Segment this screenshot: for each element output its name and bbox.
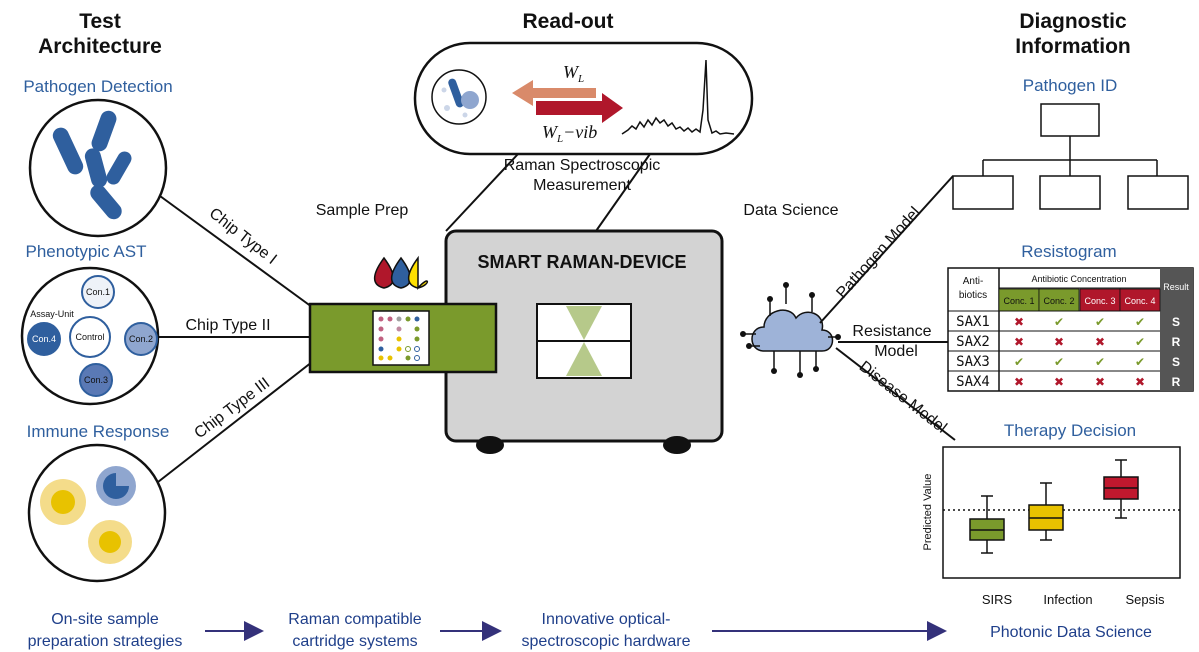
assay-unit: Control Con.1 Con.2 Con.3 Con.4 Assay-Un…	[27, 275, 158, 397]
con1-label: Con.1	[86, 287, 110, 297]
antibiotics-header-1: Anti-	[963, 276, 984, 287]
assay-unit-label: Assay-Unit	[30, 309, 74, 319]
result-value: S	[1172, 315, 1180, 329]
result-value: S	[1172, 355, 1180, 369]
laser-focus-top	[566, 306, 602, 340]
disease-model-label: Disease Model	[856, 358, 950, 437]
con4-label: Con.4	[32, 334, 56, 344]
therapy-boxplot: Predicted Value SIRS Infection Sepsis	[922, 446, 1181, 607]
conc-header-label: Conc. 3	[1084, 296, 1115, 306]
sample-cell-icon	[431, 69, 487, 125]
footer-2-line-2: cartridge systems	[292, 633, 417, 650]
check-icon: ✔	[1095, 315, 1105, 329]
reagent-drops-icon	[373, 255, 429, 291]
pathogen-id-label: Pathogen ID	[1023, 76, 1118, 95]
therapy-decision-label: Therapy Decision	[1004, 421, 1136, 440]
control-label: Control	[75, 332, 104, 342]
cloud-icon	[740, 282, 836, 378]
antibiotic-name: SAX4	[956, 374, 990, 390]
check-icon: ✔	[1054, 355, 1064, 369]
con3-label: Con.3	[84, 375, 108, 385]
scattered-light-arrow	[536, 93, 623, 123]
raman-measurement-label-2: Measurement	[533, 177, 631, 194]
sirs-box	[969, 495, 1005, 554]
boxplot-ylabel: Predicted Value	[922, 474, 934, 551]
immune-cells-icon	[40, 466, 136, 564]
footer-4: Photonic Data Science	[990, 624, 1152, 641]
device-foot-left	[476, 436, 504, 454]
check-icon: ✔	[1135, 355, 1145, 369]
antibiotic-name: SAX2	[956, 334, 990, 350]
wl-vib-label: WL−vib	[542, 122, 597, 145]
device-foot-right	[663, 436, 691, 454]
bacteria-icon	[52, 110, 132, 220]
raman-spectrum	[621, 59, 735, 135]
cat-sepsis: Sepsis	[1125, 592, 1165, 607]
model-label: Model	[874, 343, 918, 360]
footer-1-line-1: On-site sample	[51, 611, 159, 628]
check-icon: ✔	[1135, 315, 1145, 329]
check-icon: ✔	[1054, 315, 1064, 329]
wl-label: WL	[563, 62, 584, 85]
cross-icon: ✖	[1054, 335, 1064, 349]
footer-2-line-1: Raman compatible	[288, 611, 422, 628]
header-information: Information	[1015, 35, 1131, 58]
cross-icon: ✖	[1095, 335, 1105, 349]
resistance-label: Resistance	[852, 323, 931, 340]
cross-icon: ✖	[1014, 315, 1024, 329]
chip-wells	[378, 316, 420, 361]
conc-header-label: Conc. 1	[1003, 296, 1034, 306]
result-value: R	[1172, 375, 1181, 389]
cross-icon: ✖	[1095, 375, 1105, 389]
check-icon: ✔	[1095, 355, 1105, 369]
footer-3-line-1: Innovative optical-	[542, 611, 671, 628]
disease-model-line	[835, 347, 956, 441]
con2-label: Con.2	[129, 334, 153, 344]
result-header: Result	[1163, 282, 1189, 292]
result-value: R	[1172, 335, 1181, 349]
concentration-header: Antibiotic Concentration	[1031, 274, 1126, 284]
header-test: Test	[79, 10, 121, 33]
conc-header-label: Conc. 2	[1043, 296, 1074, 306]
cross-icon: ✖	[1054, 375, 1064, 389]
data-science-label: Data Science	[743, 202, 838, 219]
laser-focus-bottom	[566, 342, 602, 376]
cat-infection: Infection	[1043, 592, 1092, 607]
cross-icon: ✖	[1014, 335, 1024, 349]
sepsis-box	[1103, 459, 1139, 519]
cross-icon: ✖	[1014, 375, 1024, 389]
cross-icon: ✖	[1135, 375, 1145, 389]
chip-type-3-label: Chip Type III	[191, 375, 273, 442]
check-icon: ✔	[1135, 335, 1145, 349]
header-readout: Read-out	[523, 10, 614, 33]
pathogen-model-line	[819, 175, 954, 324]
antibiotic-name: SAX1	[956, 314, 990, 330]
footer-1-line-2: preparation strategies	[28, 633, 183, 650]
pathogen-id-tree	[952, 103, 1189, 210]
resistogram-table: Result Anti- biotics Antibiotic Concentr…	[947, 267, 1194, 392]
pathogen-detection-label: Pathogen Detection	[23, 77, 172, 96]
device-title: SMART RAMAN-DEVICE	[478, 252, 687, 272]
resistogram-label: Resistogram	[1021, 242, 1116, 261]
sample-prep-label: Sample Prep	[316, 202, 409, 219]
raman-measurement-label: Raman Spectroscopic	[504, 157, 661, 174]
chip-type-2-label: Chip Type II	[185, 317, 270, 334]
header-architecture: Architecture	[38, 35, 162, 58]
chip-line-1	[159, 195, 313, 308]
conc-header-label: Conc. 4	[1124, 296, 1155, 306]
antibiotics-header-2: biotics	[959, 290, 987, 301]
header-diagnostic: Diagnostic	[1019, 10, 1127, 33]
antibiotic-name: SAX3	[956, 354, 990, 370]
chip-line-3	[157, 361, 313, 483]
immune-response-label: Immune Response	[27, 422, 170, 441]
footer-3-line-2: spectroscopic hardware	[522, 633, 691, 650]
pathogen-model-label: Pathogen Model	[833, 204, 924, 302]
cat-sirs: SIRS	[982, 592, 1013, 607]
check-icon: ✔	[1014, 355, 1024, 369]
phenotypic-ast-label: Phenotypic AST	[26, 242, 147, 261]
infection-box	[1028, 482, 1064, 541]
incoming-laser-arrow	[512, 80, 596, 106]
